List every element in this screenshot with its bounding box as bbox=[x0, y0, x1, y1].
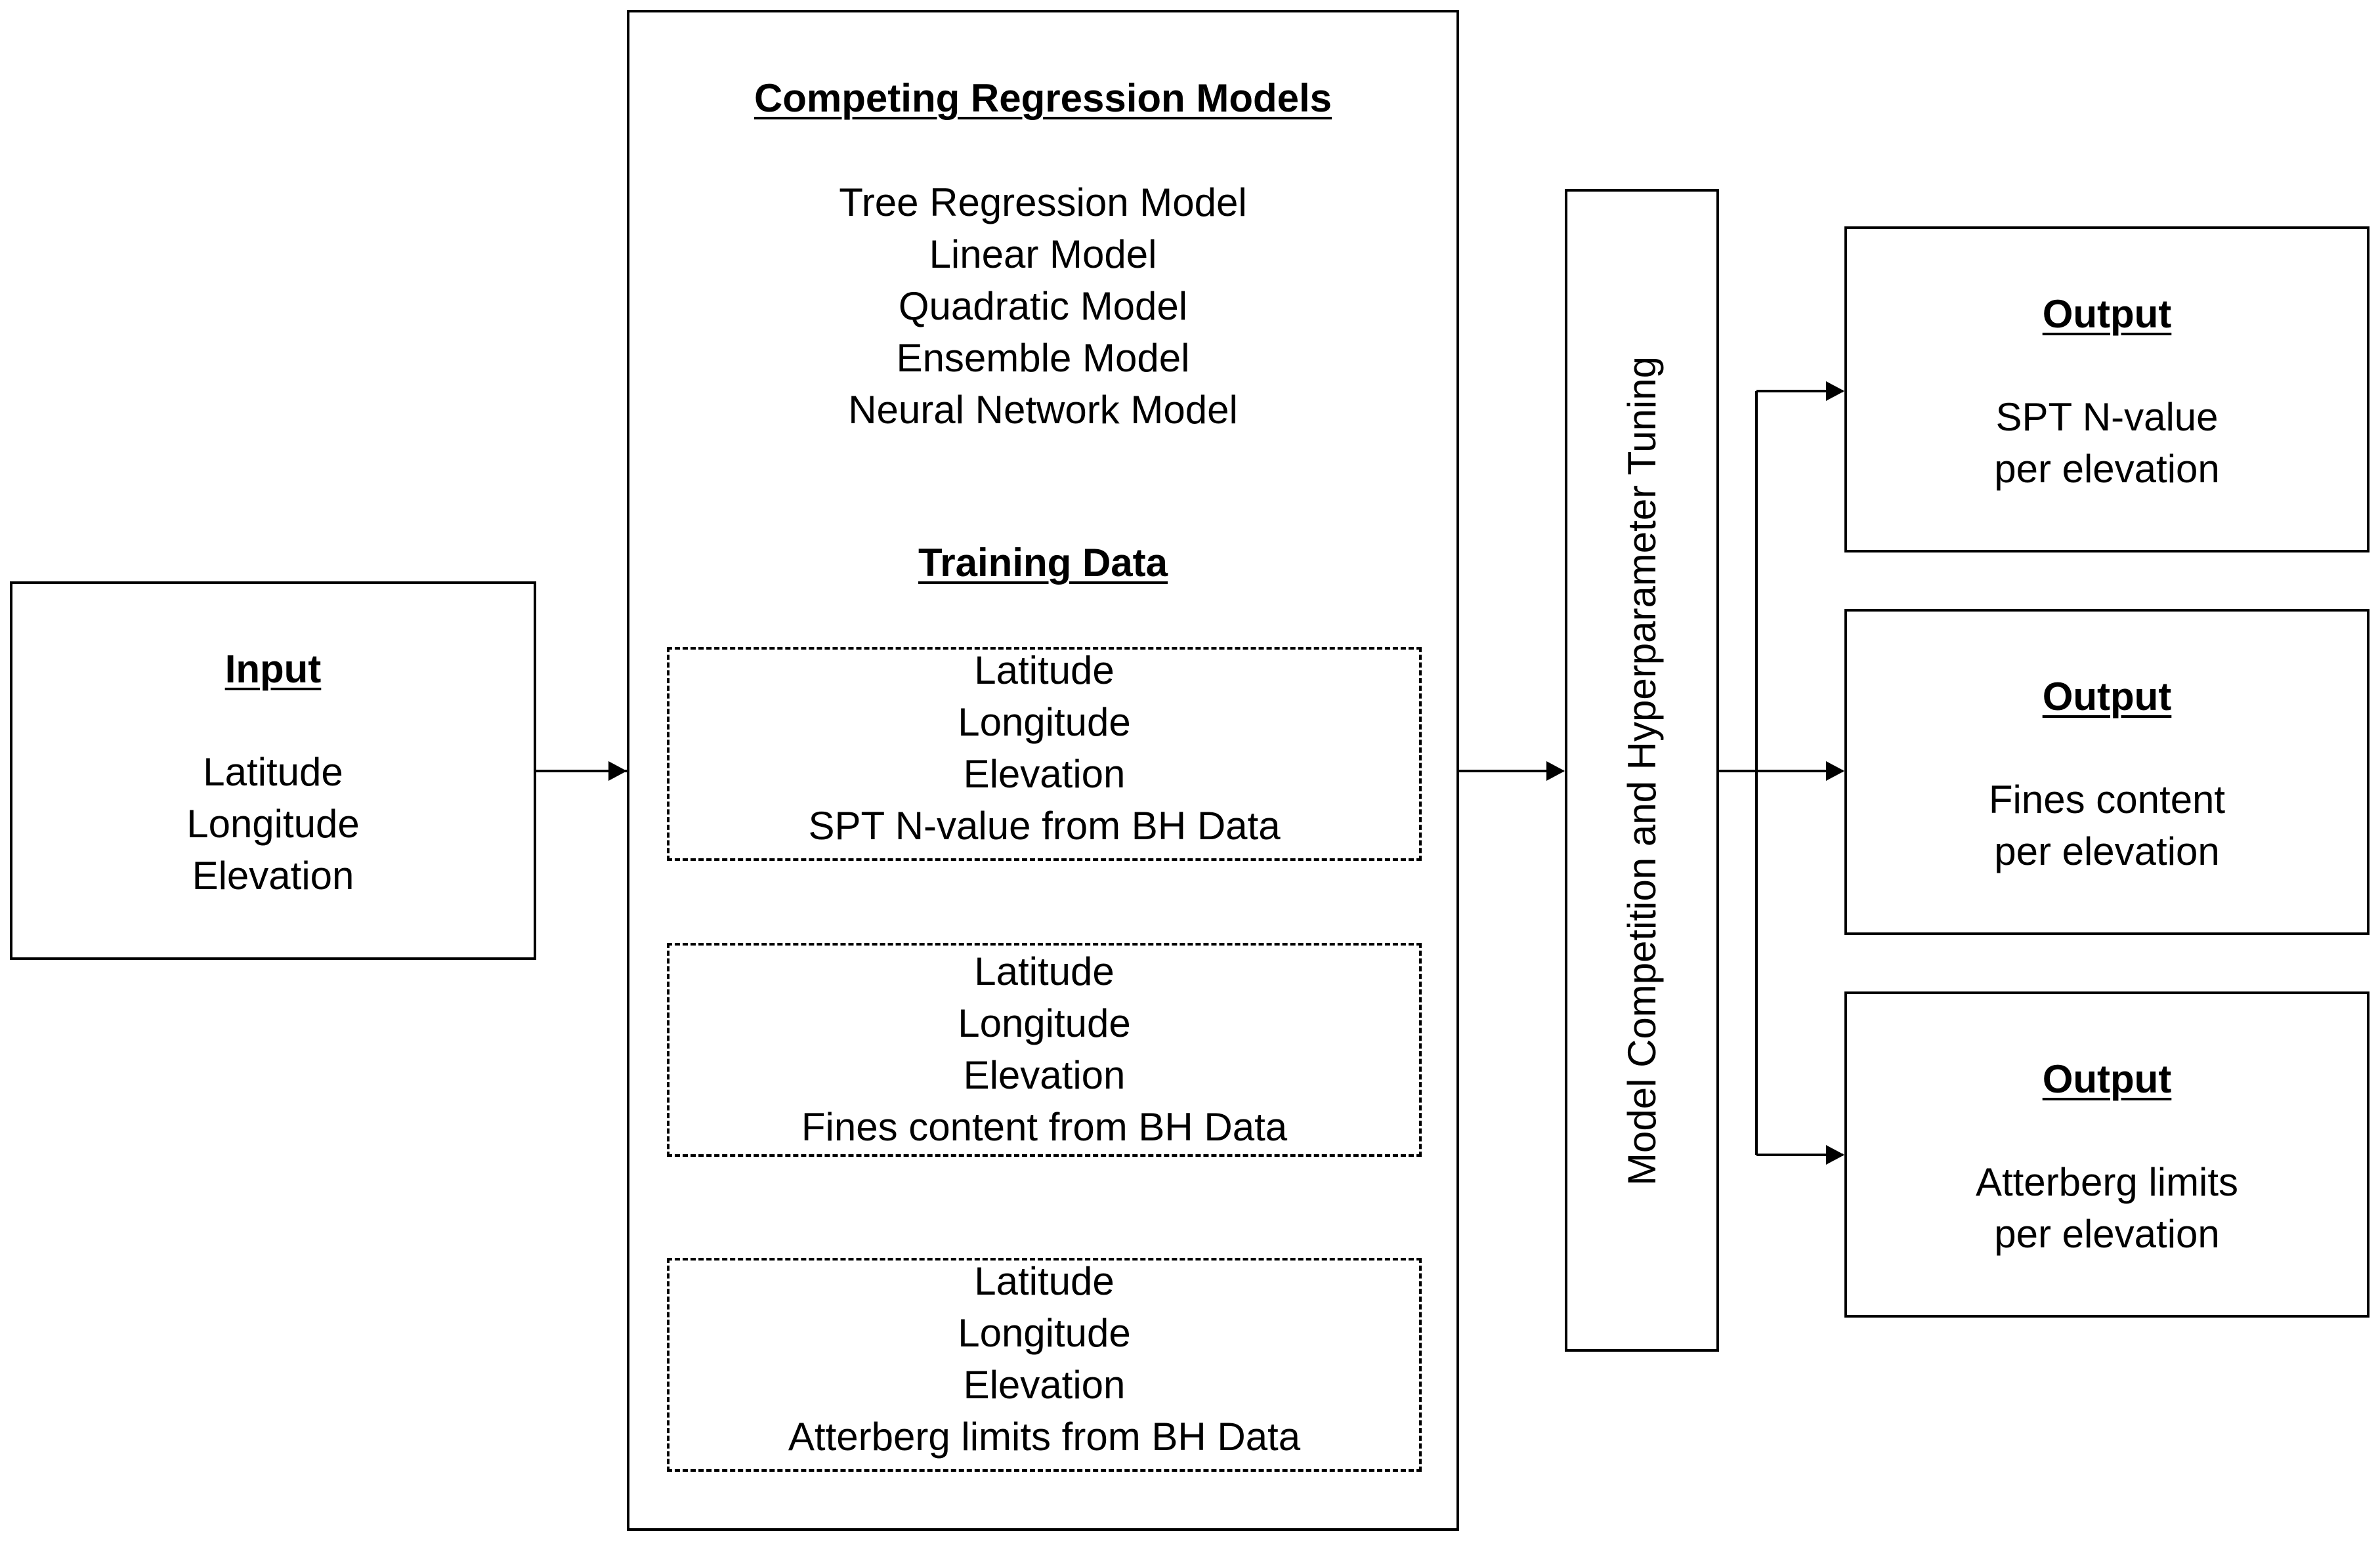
training-set-atterberg: Latitude Longitude Elevation Atterberg l… bbox=[667, 1258, 1422, 1472]
training-set-lines: Latitude Longitude Elevation Fines conte… bbox=[669, 946, 1419, 1153]
training-line: Longitude bbox=[958, 700, 1131, 744]
training-line: Elevation bbox=[963, 1363, 1126, 1407]
input-line: Longitude bbox=[186, 802, 360, 846]
tuning-label: Model Competition and Hyperparameter Tun… bbox=[1620, 356, 1664, 1186]
output-line: Atterberg limits bbox=[1975, 1160, 2239, 1204]
models-heading: Competing Regression Models bbox=[754, 76, 1332, 120]
output-heading: Output bbox=[2042, 675, 2172, 719]
tuning-box bbox=[1565, 189, 1719, 1352]
training-line: Latitude bbox=[974, 648, 1115, 692]
output-heading: Output bbox=[2042, 1057, 2172, 1101]
input-box: Input Latitude Longitude Elevation bbox=[10, 581, 536, 960]
training-heading: Training Data bbox=[918, 541, 1168, 585]
models-list: Tree Regression Model Linear Model Quadr… bbox=[629, 177, 1456, 436]
training-line: Fines content from BH Data bbox=[801, 1105, 1288, 1149]
output-box-spt: Output SPT N-value per elevation bbox=[1844, 226, 2369, 552]
output-lines: Atterberg limits per elevation bbox=[1847, 1156, 2367, 1260]
arrowhead-to-output-1 bbox=[1826, 381, 1844, 401]
training-set-spt: Latitude Longitude Elevation SPT N-value… bbox=[667, 647, 1422, 861]
output-box-atterberg: Output Atterberg limits per elevation bbox=[1844, 991, 2369, 1318]
training-set-lines: Latitude Longitude Elevation Atterberg l… bbox=[669, 1255, 1419, 1463]
arrowhead-to-output-2 bbox=[1826, 761, 1844, 781]
output-line: Fines content bbox=[1988, 778, 2226, 822]
training-set-fines: Latitude Longitude Elevation Fines conte… bbox=[667, 943, 1422, 1157]
input-line: Latitude bbox=[203, 750, 343, 794]
output-line: SPT N-value bbox=[1995, 395, 2219, 439]
input-lines: Latitude Longitude Elevation bbox=[12, 746, 534, 902]
input-heading: Input bbox=[224, 647, 322, 691]
model-item: Neural Network Model bbox=[848, 388, 1238, 432]
input-line: Elevation bbox=[192, 854, 354, 898]
training-set-lines: Latitude Longitude Elevation SPT N-value… bbox=[669, 644, 1419, 852]
output-line: per elevation bbox=[1994, 829, 2220, 873]
training-line: Longitude bbox=[958, 1311, 1131, 1355]
training-line: Latitude bbox=[974, 1259, 1115, 1303]
model-item: Tree Regression Model bbox=[839, 180, 1247, 224]
arrowhead-models-to-tuning bbox=[1546, 761, 1565, 781]
output-line: per elevation bbox=[1994, 1212, 2220, 1256]
output-line: per elevation bbox=[1994, 447, 2220, 491]
training-line: Elevation bbox=[963, 1053, 1126, 1097]
training-line: Longitude bbox=[958, 1001, 1131, 1045]
output-lines: SPT N-value per elevation bbox=[1847, 391, 2367, 495]
output-lines: Fines content per elevation bbox=[1847, 774, 2367, 877]
output-heading: Output bbox=[2042, 292, 2172, 336]
training-line: Atterberg limits from BH Data bbox=[788, 1415, 1301, 1459]
output-box-fines: Output Fines content per elevation bbox=[1844, 609, 2369, 935]
training-line: SPT N-value from BH Data bbox=[808, 804, 1281, 848]
arrowhead-input-to-models bbox=[608, 761, 627, 781]
model-item: Quadratic Model bbox=[898, 284, 1188, 328]
training-line: Latitude bbox=[974, 949, 1115, 993]
models-box: Competing Regression Models Tree Regress… bbox=[627, 10, 1459, 1531]
arrowhead-to-output-3 bbox=[1826, 1145, 1844, 1165]
model-item: Ensemble Model bbox=[896, 336, 1190, 380]
training-line: Elevation bbox=[963, 752, 1126, 796]
model-item: Linear Model bbox=[929, 232, 1157, 276]
